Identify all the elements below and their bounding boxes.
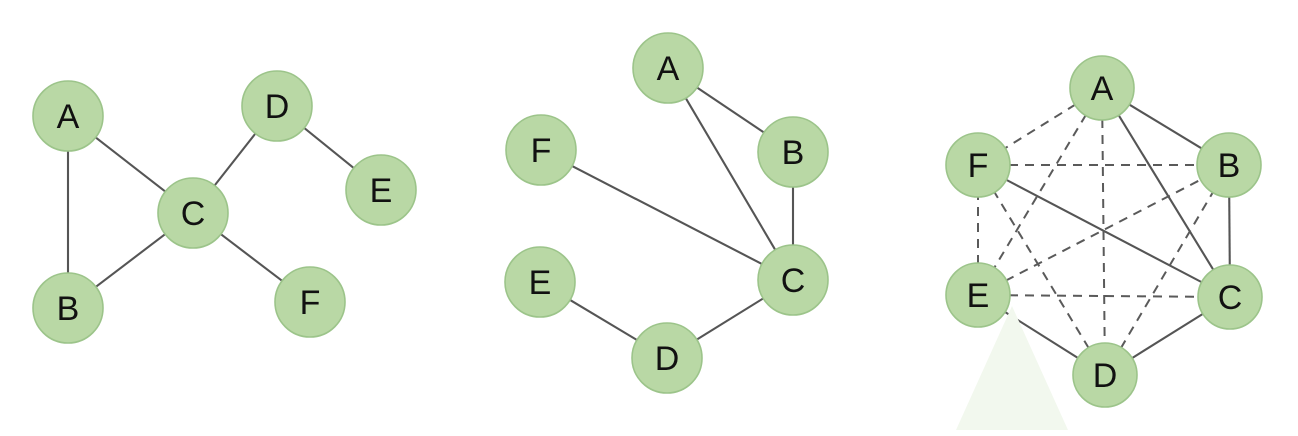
node-circle-F — [274, 266, 346, 338]
node-circle-D — [241, 70, 313, 142]
edges-layer — [66, 86, 1231, 360]
node-F[interactable]: F — [505, 114, 577, 186]
node-circle-E — [504, 246, 576, 318]
node-label-F: F — [968, 147, 989, 185]
node-B[interactable]: B — [1196, 132, 1262, 198]
complete-graph-k6-nodes: A B C D E F — [945, 55, 1263, 408]
node-label-C: C — [181, 195, 206, 233]
edge-D-B — [1119, 191, 1215, 349]
tree-graph-nodes: A B C D E F — [32, 70, 417, 344]
node-label-E: E — [967, 277, 990, 315]
edge-A-D — [1101, 118, 1106, 345]
node-D[interactable]: D — [1072, 342, 1138, 408]
edge-B-C — [94, 232, 167, 289]
edge-A-C — [684, 96, 777, 252]
node-A[interactable]: A — [32, 80, 104, 152]
nodes-layer: A B C D E F A B C D E F A B C D E F — [32, 32, 1263, 408]
edge-A-B — [695, 86, 766, 134]
node-circle-E — [345, 154, 417, 226]
node-B[interactable]: B — [32, 272, 104, 344]
node-circle-D — [1072, 342, 1138, 408]
node-circle-C — [1197, 264, 1263, 330]
edge-D-C — [695, 297, 765, 341]
node-circle-B — [32, 272, 104, 344]
node-label-D: D — [265, 88, 290, 126]
node-label-B: B — [782, 134, 805, 172]
spanning-tree-graph-edges — [568, 86, 795, 342]
node-label-B: B — [57, 290, 80, 328]
node-F[interactable]: F — [945, 132, 1011, 198]
node-C[interactable]: C — [757, 244, 829, 316]
edge-C-D — [213, 132, 257, 187]
edge-D-E — [302, 126, 356, 170]
node-E[interactable]: E — [945, 262, 1011, 328]
node-circle-A — [632, 32, 704, 104]
edge-E-D — [568, 298, 639, 342]
edge-C-D — [1130, 312, 1205, 360]
node-circle-B — [1196, 132, 1262, 198]
node-circle-F — [505, 114, 577, 186]
edge-C-F — [219, 232, 284, 283]
edge-B-C — [1228, 195, 1231, 267]
spanning-tree-graph-nodes: A B C D E F — [504, 32, 829, 394]
node-F[interactable]: F — [274, 266, 346, 338]
node-A[interactable]: A — [1069, 55, 1135, 121]
node-D[interactable]: D — [241, 70, 313, 142]
edge-A-E — [993, 114, 1087, 269]
node-E[interactable]: E — [345, 154, 417, 226]
node-C[interactable]: C — [1197, 264, 1263, 330]
edge-A-B — [1127, 103, 1204, 150]
edge-A-C — [94, 136, 167, 193]
node-label-F: F — [531, 132, 552, 170]
node-label-E: E — [529, 264, 552, 302]
node-circle-A — [1069, 55, 1135, 121]
node-label-D: D — [655, 340, 680, 378]
tree-graph-edges — [66, 126, 356, 289]
edge-A-F — [1003, 103, 1077, 150]
node-A[interactable]: A — [632, 32, 704, 104]
node-circle-B — [757, 116, 829, 188]
node-label-C: C — [781, 262, 806, 300]
node-label-D: D — [1093, 357, 1118, 395]
edge-D-F — [993, 191, 1090, 349]
node-circle-A — [32, 80, 104, 152]
edge-F-C — [570, 164, 764, 266]
node-label-F: F — [300, 284, 321, 322]
node-label-C: C — [1218, 279, 1243, 317]
edge-D-E — [1003, 310, 1080, 360]
node-circle-C — [157, 177, 229, 249]
node-C[interactable]: C — [157, 177, 229, 249]
node-circle-F — [945, 132, 1011, 198]
complete-graph-k6-edges — [977, 103, 1231, 360]
node-D[interactable]: D — [631, 322, 703, 394]
node-B[interactable]: B — [757, 116, 829, 188]
node-circle-C — [757, 244, 829, 316]
node-label-A: A — [657, 50, 680, 88]
node-label-E: E — [370, 172, 393, 210]
node-circle-D — [631, 322, 703, 394]
node-E[interactable]: E — [504, 246, 576, 318]
edge-A-C — [1117, 113, 1215, 272]
node-label-B: B — [1218, 147, 1241, 185]
node-label-A: A — [1091, 70, 1114, 108]
node-label-A: A — [57, 98, 80, 136]
